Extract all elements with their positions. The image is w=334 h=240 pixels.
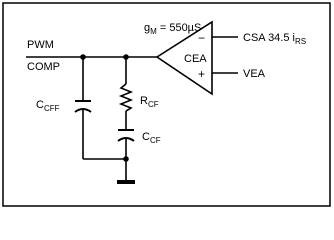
ccff-label: CCFF — [36, 99, 60, 113]
gm-label: gM = 550µS — [144, 22, 201, 36]
junction-dot — [123, 54, 129, 60]
circuit-diagram: PWM COMP gM = 550µS CEA − + CSA 34.5 iRS… — [2, 2, 331, 207]
input-label-pwm: PWM — [27, 39, 54, 51]
schematic: PWM COMP gM = 550µS CEA − + CSA 34.5 iRS… — [2, 2, 331, 207]
junction-dot — [80, 54, 86, 60]
rcf-label: RCF — [140, 95, 159, 109]
ccf-label: CCF — [142, 131, 161, 145]
diagram-border — [2, 2, 331, 207]
csa-label: CSA 34.5 iRS — [243, 32, 306, 46]
input-label-comp: COMP — [27, 61, 60, 73]
ground-symbol — [117, 180, 135, 184]
vea-label: VEA — [243, 68, 266, 80]
op-amp-cea — [155, 20, 213, 96]
op-amp-label: CEA — [184, 53, 207, 65]
junction-dot — [123, 156, 129, 162]
resistor-rcf — [118, 83, 134, 112]
inverting-input-sign: − — [198, 31, 205, 45]
noninverting-input-sign: + — [198, 67, 205, 81]
